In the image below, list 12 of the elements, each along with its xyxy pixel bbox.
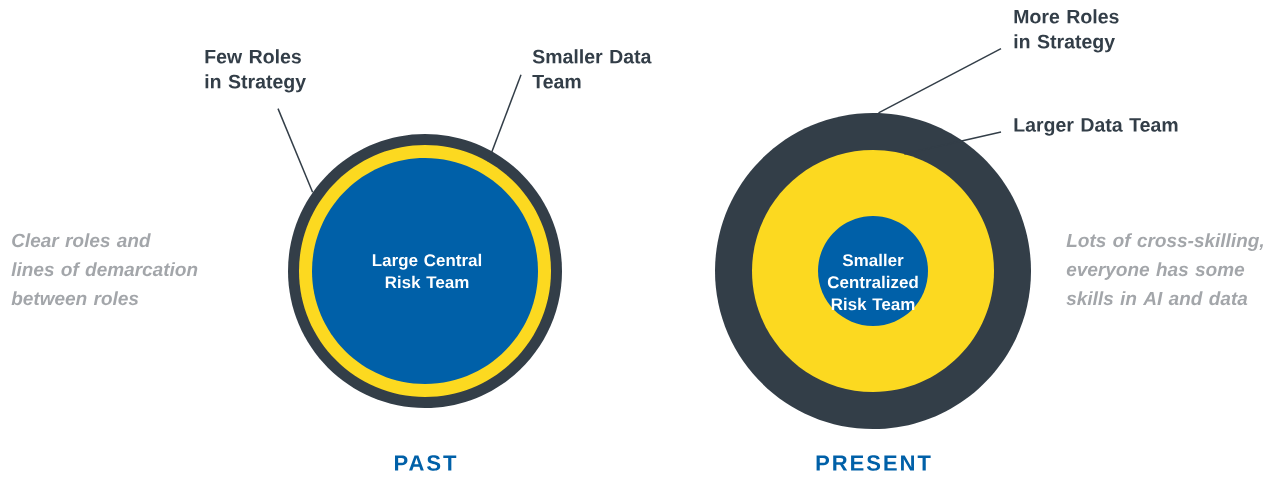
leader-line: [903, 131, 1002, 155]
callout-label: Few Roles in Strategy: [205, 49, 306, 93]
callout-label: Larger Data Team: [1014, 118, 1178, 136]
note-text: Lots of cross-skilling, everyone has some skills in AI and data: [1066, 233, 1264, 306]
callout-label: More Roles in Strategy: [1014, 9, 1119, 53]
note-text: Clear roles and lines of demarcation between roles: [11, 233, 198, 306]
callout-label: Smaller Data Team: [532, 49, 652, 89]
period-label: PRESENT: [816, 455, 931, 471]
leader-line: [277, 107, 314, 194]
leader-line: [487, 73, 522, 163]
leader-line: [877, 47, 1002, 114]
period-label: PAST: [395, 455, 457, 471]
